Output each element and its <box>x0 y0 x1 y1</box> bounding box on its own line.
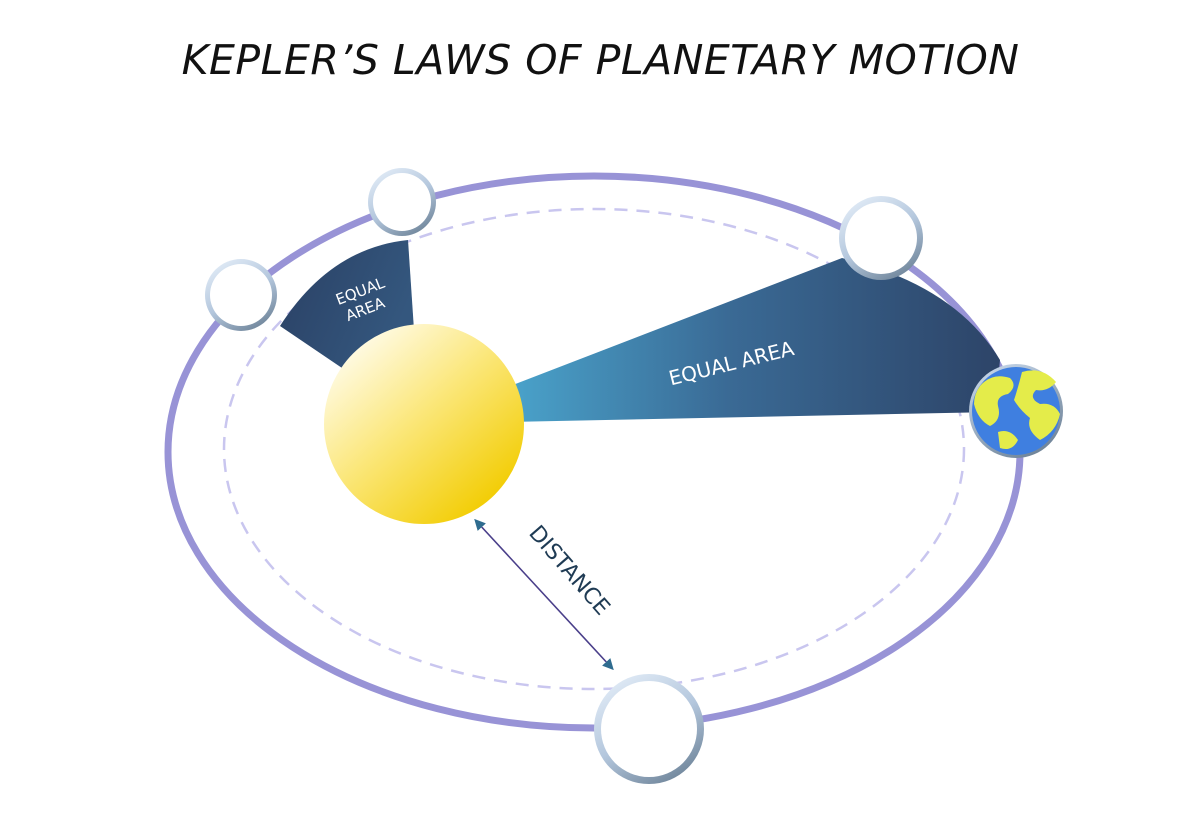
earth-icon <box>969 364 1063 458</box>
distance-label: DISTANCE <box>523 521 614 620</box>
sun-icon <box>324 324 524 524</box>
equal-area-sector-large <box>505 258 1000 422</box>
distance-arrow <box>474 518 614 671</box>
planet-icon <box>205 259 277 331</box>
planet-icon <box>594 674 704 784</box>
inner-orbit-dashed <box>222 207 966 691</box>
planet-icon <box>368 168 436 236</box>
planet-icon <box>839 196 923 280</box>
page-title: KEPLER’S LAWS OF PLANETARY MOTION <box>181 36 1020 84</box>
